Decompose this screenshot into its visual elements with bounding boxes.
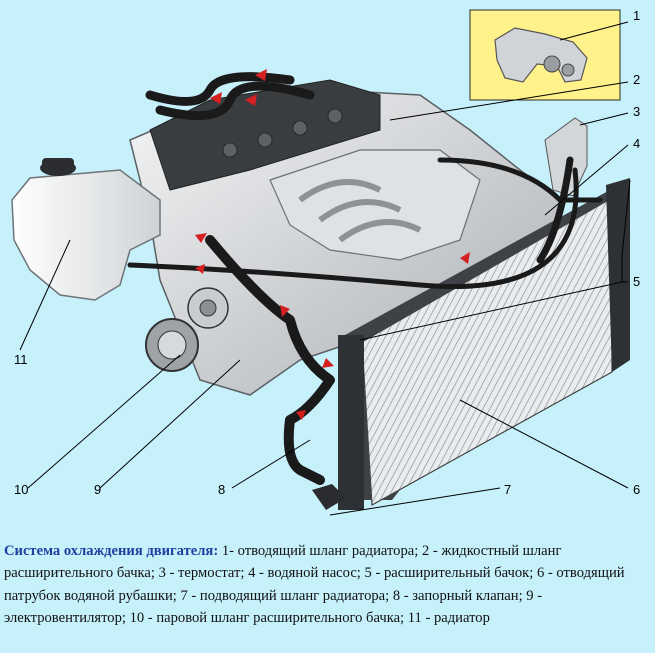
- radiator: [312, 178, 630, 510]
- callout-7: 7: [504, 482, 511, 497]
- pulley: [145, 287, 229, 372]
- engine-cooling-diagram: 1 2 3 4 5 6 7 8 9 10 11: [11, 8, 640, 516]
- steam-hose: [145, 72, 295, 106]
- caption-title: Система охлаждения двигателя:: [4, 543, 219, 559]
- callout-5: 5: [633, 274, 640, 289]
- callout-11: 11: [14, 352, 28, 367]
- thermostat-hose: [536, 156, 574, 264]
- thermostat-inset: [469, 9, 621, 101]
- flow-arrow-icon: [296, 410, 306, 420]
- callout-3: 3: [633, 104, 640, 119]
- flow-arrow-icon: [460, 252, 470, 264]
- callout-10: 10: [14, 482, 28, 497]
- flow-arrow-icon: [245, 94, 257, 106]
- flow-arrows: [195, 69, 470, 420]
- callout-8: 8: [218, 482, 225, 497]
- tank-hose: [127, 167, 579, 290]
- leader-lines: [19, 21, 631, 516]
- radiator-upper-hose: [437, 157, 603, 203]
- flow-arrow-icon: [195, 233, 207, 243]
- caption-text: 1- отводящий шланг радиатора; 2 - жидкос…: [4, 543, 625, 627]
- flow-arrow-icon: [322, 358, 334, 368]
- drain-plug: [312, 484, 346, 510]
- callout-9: 9: [94, 482, 101, 497]
- steam-hose-2: [155, 81, 315, 121]
- callout-6: 6: [633, 482, 640, 497]
- callout-1: 1: [633, 8, 640, 23]
- callout-4: 4: [633, 136, 640, 151]
- callout-2: 2: [633, 72, 640, 87]
- hoses: [127, 72, 603, 485]
- flow-arrow-icon: [280, 305, 290, 317]
- flow-arrow-icon: [210, 92, 222, 104]
- flow-arrow-icon: [255, 69, 267, 81]
- radiator-lower-hose: [205, 235, 335, 485]
- flow-arrow-icon: [195, 264, 205, 274]
- figure-caption: Система охлаждения двигателя: 1- отводящ…: [4, 540, 652, 630]
- expansion-tank: [11, 158, 161, 301]
